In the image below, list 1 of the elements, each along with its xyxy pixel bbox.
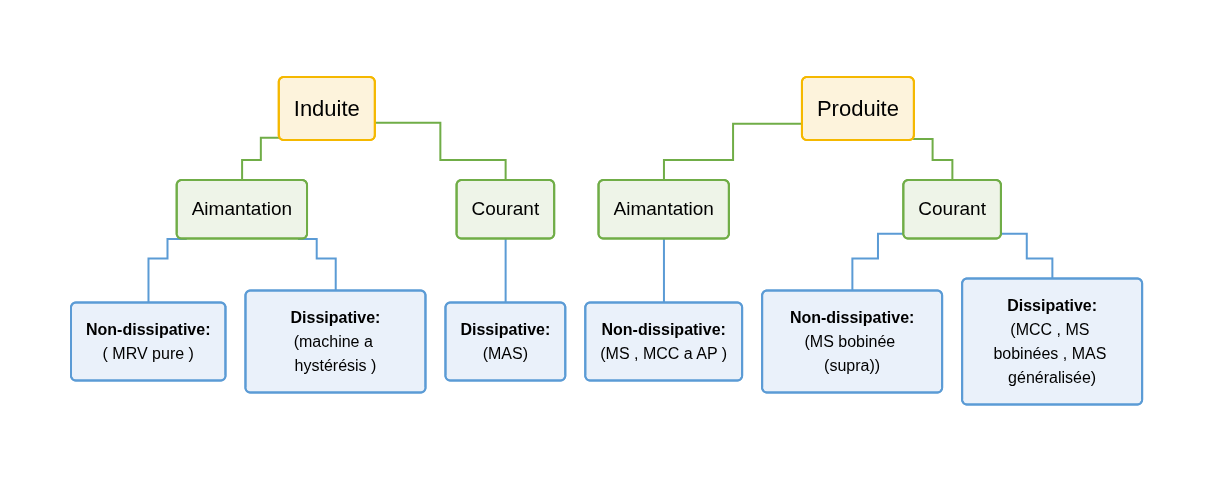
connector (912, 138, 955, 182)
